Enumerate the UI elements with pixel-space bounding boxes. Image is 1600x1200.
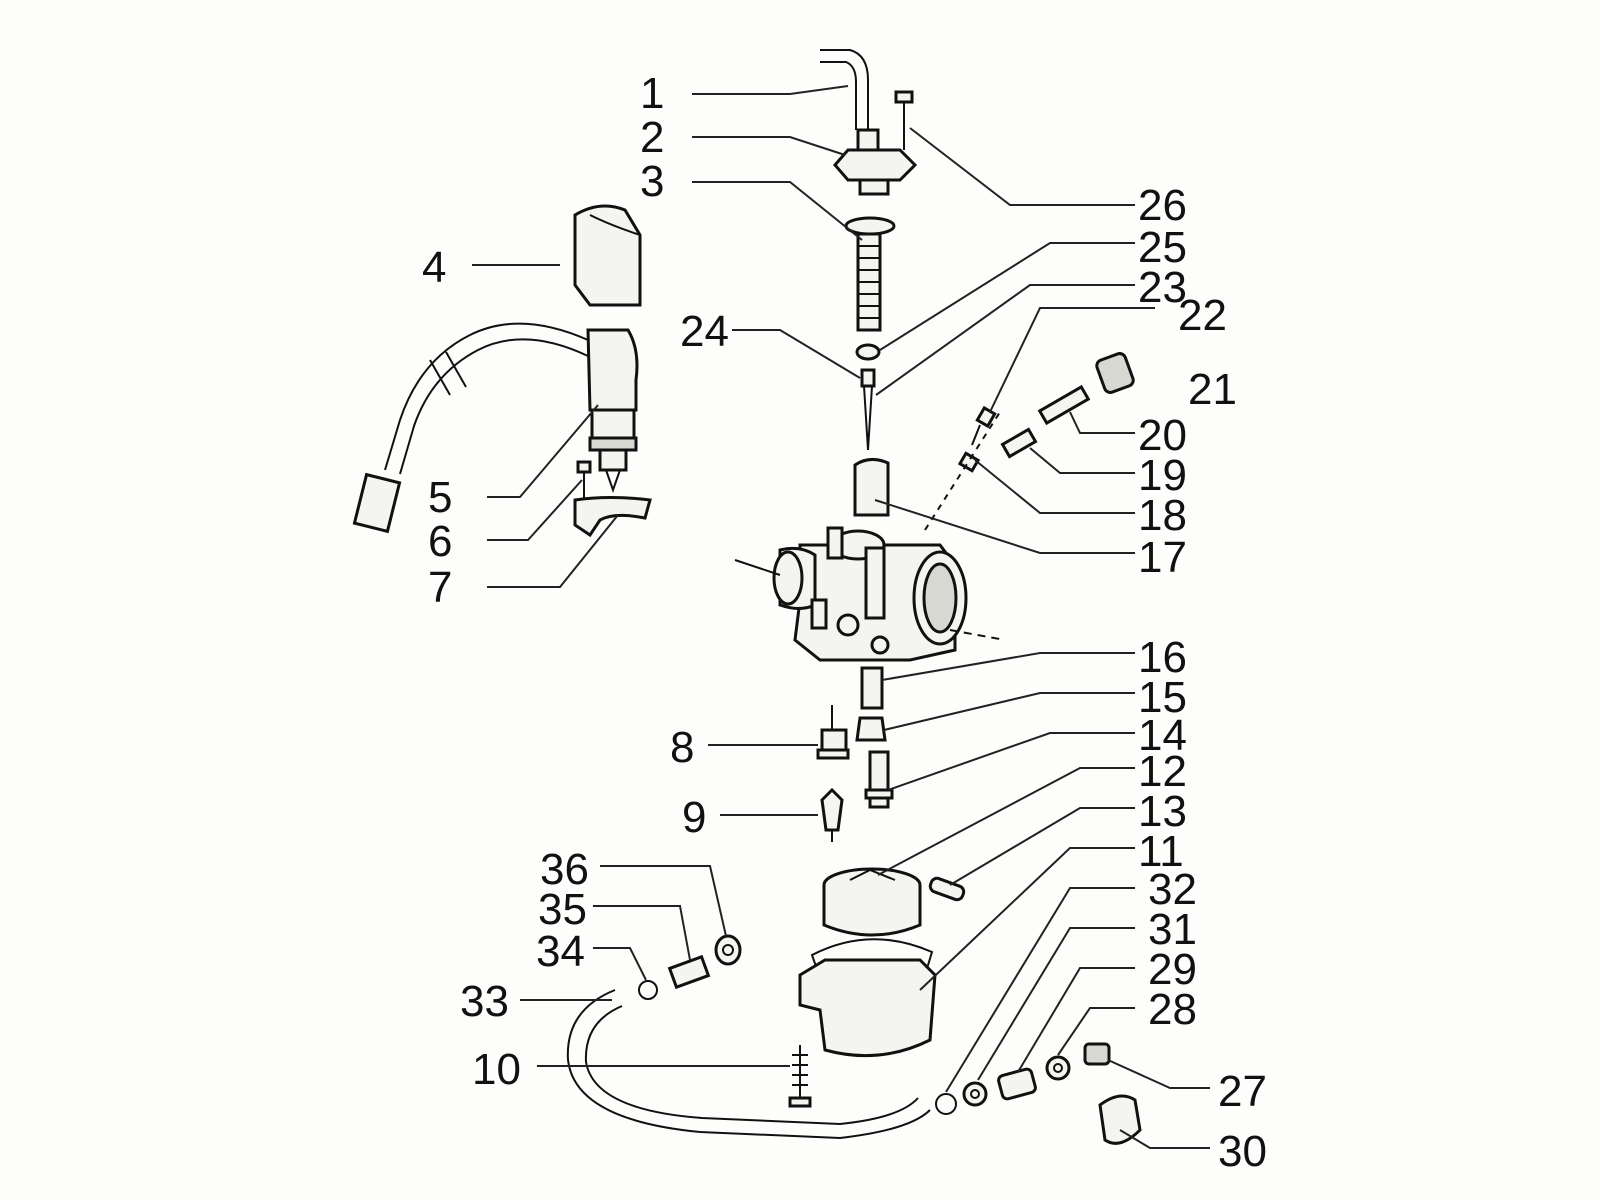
part-12-float: [822, 867, 922, 937]
part-8-needle-valve: [816, 705, 850, 760]
callout-9: 9: [682, 793, 706, 842]
callout-17: 17: [1138, 533, 1187, 582]
callout-31: 31: [1148, 905, 1197, 954]
part-2-choke-housing: [833, 128, 918, 196]
part-32-clip: [935, 1093, 957, 1115]
callout-5: 5: [428, 473, 452, 522]
part-31-washer: [962, 1081, 988, 1107]
part-36-washer: [714, 934, 742, 966]
part-20-idle-screw: [1037, 384, 1091, 426]
callout-13: 13: [1138, 787, 1187, 836]
callout-6: 6: [428, 517, 452, 566]
callout-2: 2: [640, 113, 664, 162]
part-34-clip: [638, 980, 658, 1000]
callout-25: 25: [1138, 223, 1187, 272]
part-26-screw: [894, 90, 914, 150]
part-35-nipple: [667, 954, 711, 990]
part-23-needle: [860, 368, 876, 451]
part-27-screw: [1083, 1042, 1111, 1066]
part-5-electric-choke: [352, 322, 639, 534]
callout-28: 28: [1148, 985, 1197, 1034]
callout-7: 7: [428, 563, 452, 612]
callout-8: 8: [670, 723, 694, 772]
leader-lines: [472, 85, 1210, 1149]
callout-35: 35: [538, 885, 587, 934]
part-9-float-needle: [820, 787, 844, 842]
callout-10: 10: [472, 1045, 521, 1094]
part-7-clamp-plate: [573, 496, 652, 538]
callout-34: 34: [536, 927, 585, 976]
part-13-pin: [928, 876, 966, 902]
part-17-carburetor-body: [734, 458, 1006, 662]
callout-18: 18: [1138, 491, 1187, 540]
part-28-washer: [1045, 1055, 1071, 1081]
part-29-fitting: [997, 1067, 1037, 1101]
callout-21: 21: [1188, 365, 1237, 414]
part-33-hose: [566, 989, 931, 1140]
callout-22: 22: [1178, 291, 1227, 340]
callout-4: 4: [422, 243, 446, 292]
callout-27: 27: [1218, 1067, 1267, 1116]
part-30-clamp: [1098, 1094, 1142, 1145]
callout-29: 29: [1148, 945, 1197, 994]
callout-30: 30: [1218, 1127, 1267, 1176]
callout-15: 15: [1138, 673, 1187, 722]
callout-19: 19: [1138, 451, 1187, 500]
callout-32: 32: [1148, 865, 1197, 914]
part-19-spring: [1000, 427, 1038, 459]
part-1-fuel-pipe: [820, 49, 869, 130]
part-14-jet-holder: [864, 750, 894, 809]
callout-14: 14: [1138, 711, 1187, 760]
callout-36: 36: [540, 845, 589, 894]
callout-11: 11: [1138, 827, 1184, 876]
part-4-cover-cap: [573, 204, 642, 307]
callout-33: 33: [460, 977, 509, 1026]
part-16-jet: [860, 666, 884, 710]
callout-1: 1: [640, 69, 664, 118]
part-21-knob: [1095, 352, 1135, 394]
part-15-jet: [855, 716, 887, 742]
part-18-washer: [957, 451, 981, 473]
part-10-screw: [788, 1045, 812, 1108]
float-bowl: [798, 958, 937, 1058]
part-3-spring: [844, 216, 896, 332]
callout-20: 20: [1138, 411, 1187, 460]
callout-23: 23: [1138, 263, 1187, 312]
callout-26: 26: [1138, 181, 1187, 230]
callout-3: 3: [640, 157, 664, 206]
part-25-clip: [855, 343, 881, 361]
callout-24: 24: [680, 307, 729, 356]
callout-12: 12: [1138, 747, 1187, 796]
callout-16: 16: [1138, 633, 1187, 682]
callout-labels: 1 2 3 4 5 6 7 8 9 10 11 12 13 14 15 16 1…: [422, 69, 1267, 1176]
